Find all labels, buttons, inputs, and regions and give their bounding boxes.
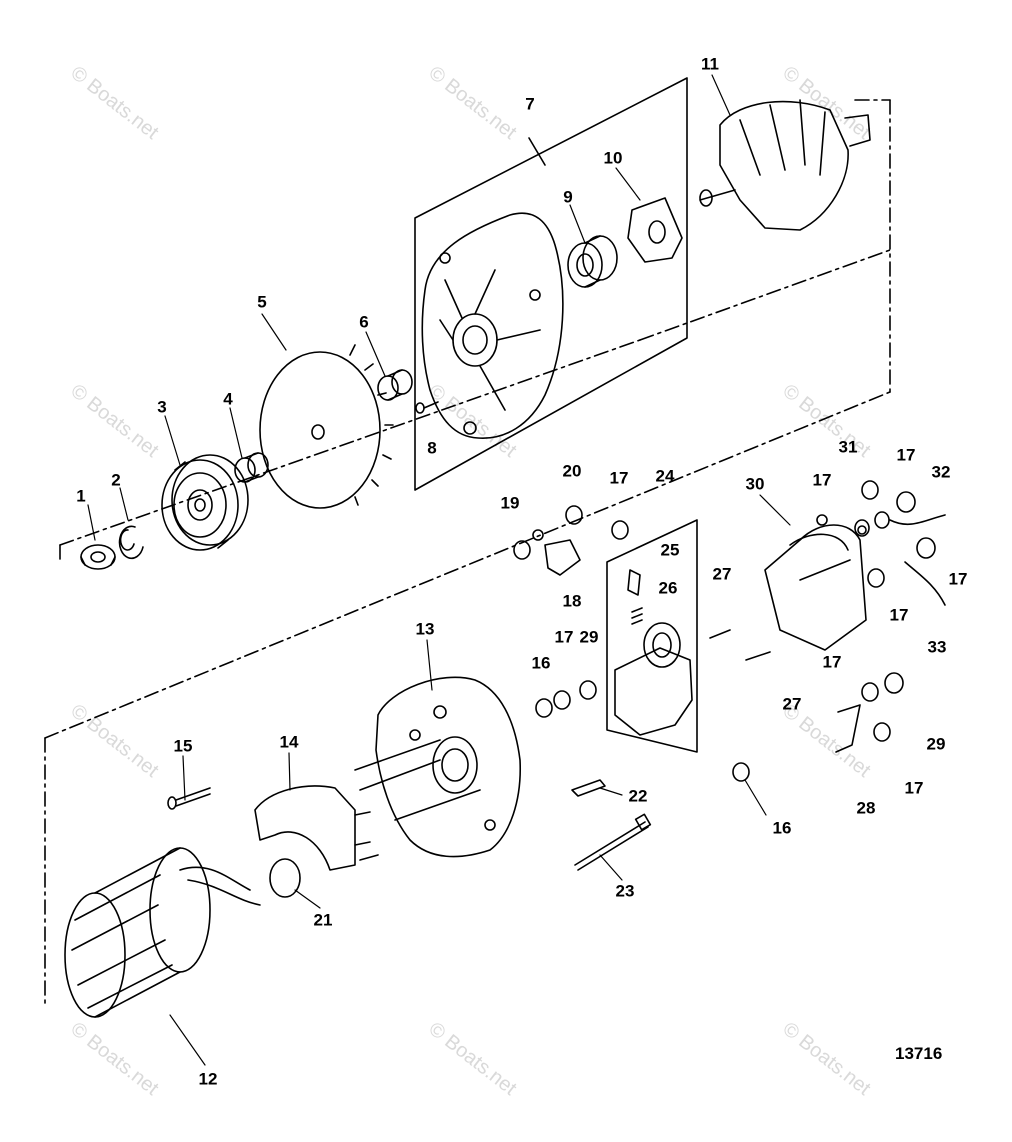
pulley-part bbox=[161, 454, 249, 551]
callout-17: 17 bbox=[896, 445, 916, 465]
callout-10: 10 bbox=[603, 148, 623, 168]
callout-27: 27 bbox=[782, 694, 802, 714]
assembly-axis-lines bbox=[44, 99, 891, 1006]
callout-20: 20 bbox=[562, 461, 582, 481]
callout-21: 21 bbox=[313, 910, 333, 930]
stator-part bbox=[64, 847, 261, 1018]
nut-part bbox=[80, 544, 116, 570]
lock-washer-part bbox=[118, 525, 144, 560]
callout-17: 17 bbox=[609, 468, 629, 488]
assembly-24-box bbox=[606, 519, 698, 753]
callout-32: 32 bbox=[931, 462, 951, 482]
leader-lines bbox=[87, 74, 791, 1066]
callout-30: 30 bbox=[745, 474, 765, 494]
assembly-7-box bbox=[414, 77, 688, 491]
callout-12: 12 bbox=[198, 1069, 218, 1089]
callout-26: 26 bbox=[658, 578, 678, 598]
callout-16: 16 bbox=[772, 818, 792, 838]
rotor-part bbox=[699, 99, 871, 231]
callout-5: 5 bbox=[257, 292, 267, 312]
callout-17: 17 bbox=[948, 569, 968, 589]
callout-17: 17 bbox=[812, 470, 832, 490]
through-bolt-part bbox=[574, 813, 652, 871]
callout-4: 4 bbox=[223, 389, 233, 409]
callout-17: 17 bbox=[889, 605, 909, 625]
callout-22: 22 bbox=[628, 786, 648, 806]
retainer-plate-part bbox=[627, 197, 683, 263]
callout-13: 13 bbox=[415, 619, 435, 639]
callout-17: 17 bbox=[822, 652, 842, 672]
diagram-reference-number: 13716 bbox=[895, 1044, 943, 1063]
callout-33: 33 bbox=[927, 637, 947, 657]
bolt-part bbox=[167, 787, 211, 810]
callout-14: 14 bbox=[279, 732, 299, 752]
callout-8: 8 bbox=[427, 438, 437, 458]
drive-end-frame-part bbox=[421, 212, 564, 439]
callout-6: 6 bbox=[359, 312, 369, 332]
slip-ring-end-frame-part bbox=[354, 676, 522, 858]
callout-2: 2 bbox=[111, 470, 121, 490]
spacer-part bbox=[234, 452, 269, 483]
callout-27: 27 bbox=[712, 564, 732, 584]
callout-23: 23 bbox=[615, 881, 635, 901]
regulator-part bbox=[614, 569, 693, 736]
callout-17: 17 bbox=[904, 778, 924, 798]
callout-29: 29 bbox=[926, 734, 946, 754]
callout-17: 17 bbox=[554, 627, 574, 647]
callout-3: 3 bbox=[157, 397, 167, 417]
callout-24: 24 bbox=[655, 466, 675, 486]
callout-25: 25 bbox=[660, 540, 680, 560]
callout-9: 9 bbox=[563, 187, 573, 207]
callout-19: 19 bbox=[500, 493, 520, 513]
bearing-part bbox=[567, 235, 618, 288]
o-ring-part bbox=[269, 858, 301, 898]
callout-16: 16 bbox=[531, 653, 551, 673]
collar-part bbox=[377, 369, 413, 401]
fan-part bbox=[259, 344, 394, 509]
small-fasteners bbox=[513, 480, 946, 782]
callout-11: 11 bbox=[701, 54, 719, 74]
callout-15: 15 bbox=[173, 736, 193, 756]
clip-part bbox=[571, 779, 606, 797]
callout-1: 1 bbox=[76, 486, 86, 506]
rear-cover-part bbox=[764, 514, 867, 651]
callout-18: 18 bbox=[562, 591, 582, 611]
rectifier-part bbox=[254, 785, 379, 871]
callout-28: 28 bbox=[856, 798, 876, 818]
callout-7: 7 bbox=[525, 94, 535, 114]
callout-31: 31 bbox=[838, 437, 858, 457]
callout-29: 29 bbox=[579, 627, 599, 647]
